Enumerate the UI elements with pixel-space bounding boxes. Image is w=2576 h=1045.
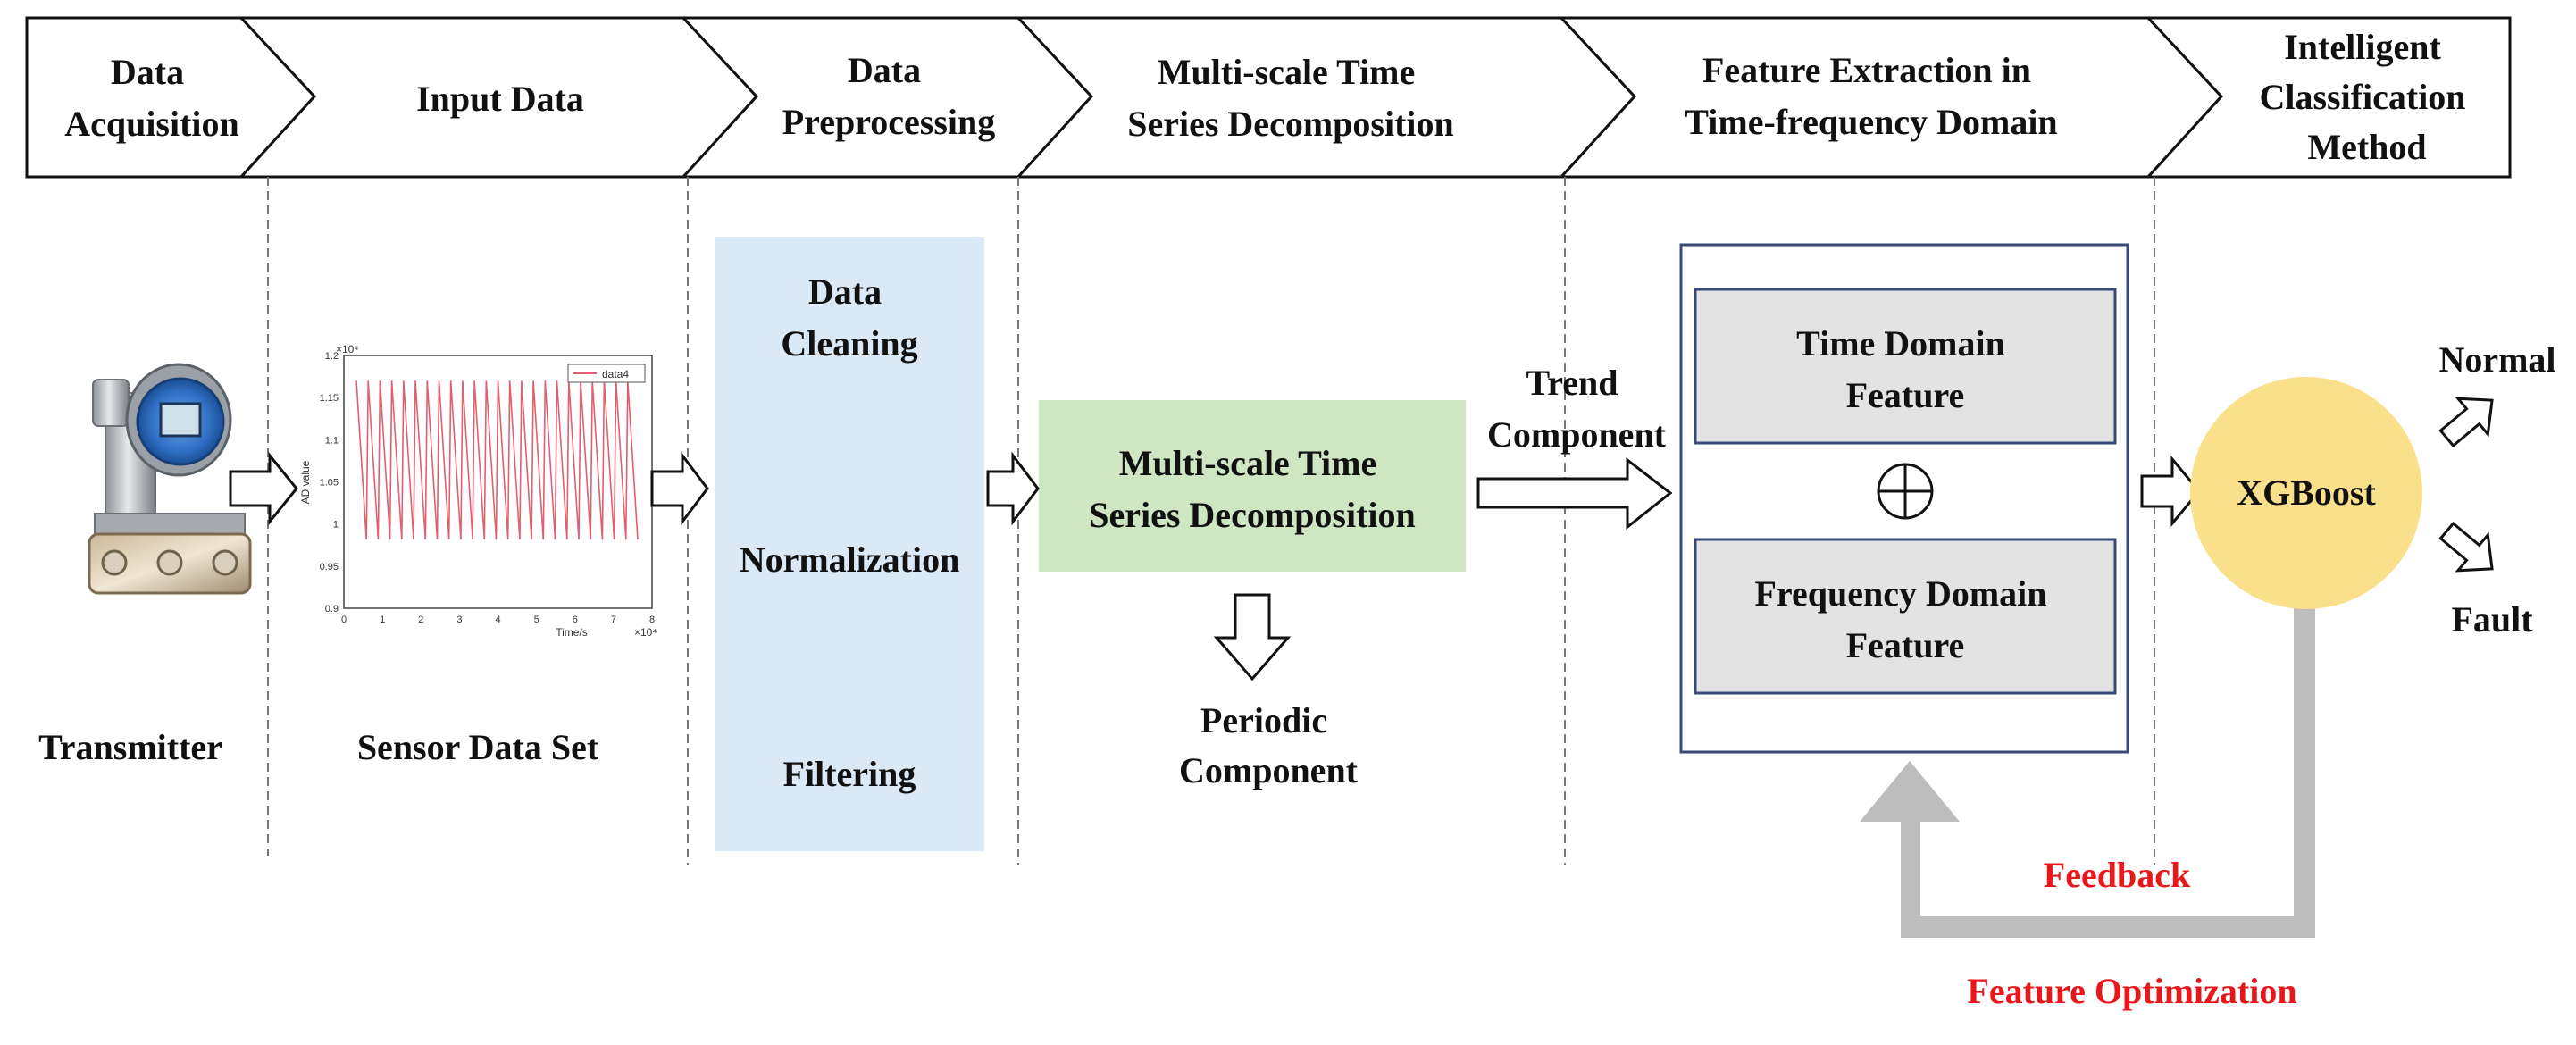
- periodic-line-2: Component: [1179, 750, 1359, 790]
- hollow-right-arrow-icon: [2438, 397, 2494, 448]
- periodic-line-1: Periodic: [1200, 700, 1327, 740]
- feature-optimization-label: Feature Optimization: [1967, 971, 2296, 1011]
- decomposition-box-title: Multi-scale Time Series Decomposition: [1089, 443, 1416, 535]
- sensor-signal-chart: data4 1.2 1.15 1.1 1.05 1 0.95 0.9 0 1 2 3 4 5 6 7 8 ×…: [299, 343, 657, 639]
- transmitter-label: Transmitter: [38, 727, 222, 767]
- frequency-domain-feature-box: [1694, 538, 2117, 695]
- stage-3-title-line-2: Preprocessing: [782, 102, 996, 142]
- frequency-domain-line-2: Feature: [1846, 625, 1965, 665]
- stage-4-chevron: [1015, 16, 1637, 179]
- chart-x-tick-label: 2: [418, 614, 423, 625]
- stage-5-title: Feature Extraction in Time-frequency Dom…: [1685, 50, 2057, 142]
- stage-4-title-line-2: Series Decomposition: [1127, 104, 1454, 144]
- cleaning-line-2: Cleaning: [781, 323, 917, 364]
- stage-2-title-line-1: Input Data: [416, 79, 584, 119]
- chart-x-tick-label: 3: [456, 614, 462, 625]
- chart-x-multiplier: ×10⁴: [634, 626, 657, 639]
- chart-x-tick-label: 6: [573, 614, 578, 625]
- chart-y-ticks: 1.2 1.15 1.1 1.05 1 0.95 0.9: [320, 351, 339, 614]
- stage-6-title-line-3: Method: [2307, 127, 2426, 167]
- chart-y-tick-label: 1.2: [325, 351, 339, 362]
- chart-x-ticks: 0 1 2 3 4 5 6 7 8: [341, 614, 655, 625]
- decomposition-line-1: Multi-scale Time: [1119, 443, 1376, 483]
- stage-6-title: Intelligent Classification Method: [2259, 27, 2474, 167]
- chart-y-tick-label: 1: [333, 520, 339, 531]
- stage-3-title-line-1: Data: [848, 50, 921, 90]
- feedback-arrow: [1860, 600, 2315, 938]
- hollow-right-arrow-icon: [2438, 521, 2494, 573]
- decomposition-line-2: Series Decomposition: [1089, 495, 1416, 535]
- xgboost-label: XGBoost: [2237, 472, 2376, 513]
- chart-y-label: AD value: [299, 460, 312, 504]
- frequency-domain-feature-label: Frequency Domain Feature: [1754, 573, 2055, 665]
- hollow-right-arrow-icon: [2140, 455, 2201, 528]
- stage-6-chevron: [2145, 16, 2512, 179]
- preprocessing-step-normalization: Normalization: [740, 539, 960, 580]
- stage-3-title: Data Preprocessing: [782, 50, 996, 142]
- stage-1-title: Data Acquisition: [64, 52, 239, 144]
- preprocessing-step-filtering: Filtering: [783, 754, 916, 794]
- stage-6-title-line-2: Classification: [2259, 77, 2465, 117]
- chart-y-tick-label: 1.1: [325, 435, 339, 446]
- normal-label: Normal: [2438, 339, 2555, 380]
- chart-legend-box: [567, 364, 646, 383]
- hollow-right-arrow-icon: [986, 451, 1040, 526]
- time-domain-line-1: Time Domain: [1796, 323, 2005, 364]
- chart-x-tick-label: 8: [649, 614, 655, 625]
- stage-2-title: Input Data: [416, 79, 584, 119]
- stage-1-title-line-2: Acquisition: [64, 104, 239, 144]
- chart-y-tick-label: 0.95: [320, 562, 339, 573]
- chart-x-tick-label: 0: [341, 614, 347, 625]
- trend-line-2: Component: [1487, 414, 1667, 455]
- stage-6-title-line-1: Intelligent: [2284, 27, 2441, 67]
- chart-y-multiplier: ×10⁴: [336, 343, 359, 355]
- trend-line-1: Trend: [1526, 363, 1618, 403]
- periodic-component-label: Periodic Component: [1179, 700, 1359, 790]
- chart-x-tick-label: 5: [534, 614, 539, 625]
- frequency-domain-line-1: Frequency Domain: [1754, 573, 2046, 614]
- stage-5-title-line-1: Feature Extraction in: [1702, 50, 2031, 90]
- stage-header: Data Acquisition Input Data Data Preproc…: [25, 16, 2512, 179]
- preprocessing-box: [715, 237, 984, 851]
- sensor-data-set-label: Sensor Data Set: [357, 727, 599, 767]
- circled-plus-icon: [1877, 463, 1934, 520]
- cleaning-line-1: Data: [808, 272, 882, 312]
- fault-label: Fault: [2451, 599, 2533, 640]
- hollow-right-arrow-icon: [650, 451, 709, 526]
- stage-4-title: Multi-scale Time Series Decomposition: [1127, 52, 1454, 144]
- stage-5-title-line-2: Time-frequency Domain: [1685, 102, 2057, 142]
- time-domain-feature-box: [1694, 288, 2117, 445]
- chart-y-tick-label: 1.15: [320, 393, 339, 404]
- time-domain-line-2: Feature: [1846, 375, 1965, 415]
- chart-x-label: Time/s: [556, 626, 588, 639]
- flow-arrows: [229, 451, 2201, 531]
- chart-x-tick-label: 7: [611, 614, 616, 625]
- stage-4-title-line-1: Multi-scale Time: [1158, 52, 1415, 92]
- chart-x-tick-label: 1: [380, 614, 385, 625]
- preprocessing-step-cleaning: Data Cleaning: [781, 272, 917, 364]
- xgboost-node: [2190, 377, 2422, 609]
- chart-y-tick-label: 1.05: [320, 478, 339, 489]
- stage-5-chevron: [1558, 16, 2224, 179]
- time-domain-feature-label: Time Domain Feature: [1796, 323, 2014, 415]
- stage-1-title-line-1: Data: [111, 52, 184, 92]
- feedback-label: Feedback: [2044, 855, 2191, 895]
- hollow-right-arrow-icon: [229, 451, 298, 526]
- hollow-down-arrow-icon: [1213, 593, 1292, 681]
- decomposition-box: [1039, 400, 1466, 572]
- signal-line: [355, 380, 639, 540]
- trend-component-label: Trend Component: [1487, 363, 1667, 455]
- chart-y-tick-label: 0.9: [325, 604, 339, 614]
- hollow-right-arrow-icon: [1476, 456, 1673, 531]
- stage-dividers: [267, 177, 2155, 865]
- chart-legend-text: data4: [602, 368, 629, 380]
- transmitter-device-icon: [88, 363, 252, 595]
- chart-x-tick-label: 4: [495, 614, 500, 625]
